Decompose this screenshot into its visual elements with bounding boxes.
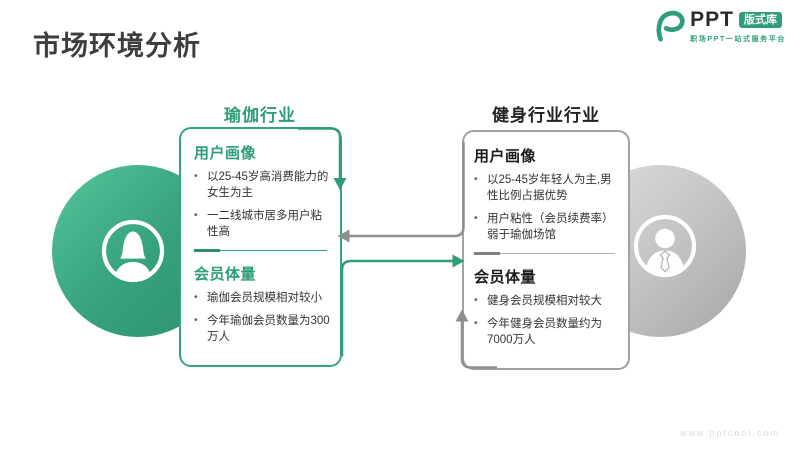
list-item: • 以25-45岁年轻人为主,男性比例占据优势 bbox=[474, 173, 619, 205]
bullet-icon: • bbox=[474, 318, 478, 330]
bullet-icon: • bbox=[194, 171, 198, 182]
bullet-icon: • bbox=[474, 295, 478, 307]
section-divider bbox=[474, 252, 615, 256]
logo-brand-text: PPT bbox=[690, 8, 735, 31]
male-user-icon bbox=[630, 211, 700, 286]
list-item: • 今年健身会员数量约为7000万人 bbox=[474, 317, 619, 349]
brand-logo: PPT 版式库 职场PPT一站式服务平台 bbox=[653, 8, 786, 47]
list-item: • 一二线城市居多用户粘性高 bbox=[194, 209, 331, 241]
ppt-logo-icon bbox=[653, 10, 685, 47]
list-item: • 用户粘性（会员续费率）弱于瑜伽场馆 bbox=[474, 212, 619, 244]
bullet-icon: • bbox=[194, 209, 198, 221]
fitness-column-header: 健身行业行业 bbox=[492, 106, 600, 125]
logo-tagline: 职场PPT一站式服务平台 bbox=[690, 36, 786, 43]
list-item: • 瑜伽会员规模相对较小 bbox=[194, 291, 331, 307]
page-title: 市场环境分析 bbox=[33, 31, 201, 61]
list-item: • 今年瑜伽会员数量为300万人 bbox=[194, 314, 331, 346]
list-item: • 健身会员规模相对较大 bbox=[474, 294, 619, 310]
bullet-icon: • bbox=[194, 292, 198, 304]
list-item: • 以25-45岁高消费能力的女生为主 bbox=[194, 170, 331, 202]
yoga-user-profile-heading: 用户画像 bbox=[194, 145, 257, 162]
bullet-icon: • bbox=[474, 174, 478, 185]
yoga-panel: 用户画像 • 以25-45岁高消费能力的女生为主 • 一二线城市居多用户粘性高 … bbox=[179, 127, 342, 367]
fitness-member-volume-heading: 会员体量 bbox=[474, 269, 537, 287]
female-user-icon bbox=[98, 216, 168, 291]
yoga-column-header: 瑜伽行业 bbox=[224, 106, 296, 125]
bullet-icon: • bbox=[474, 212, 478, 224]
yoga-member-volume-heading: 会员体量 bbox=[194, 266, 257, 284]
watermark: www.pptcool.com bbox=[679, 428, 780, 438]
section-divider bbox=[194, 249, 327, 253]
fitness-panel: 用户画像 • 以25-45岁年轻人为主,男性比例占据优势 • 用户粘性（会员续费… bbox=[462, 130, 630, 370]
logo-badge: 版式库 bbox=[739, 11, 783, 29]
bullet-icon: • bbox=[194, 315, 198, 327]
fitness-user-profile-heading: 用户画像 bbox=[474, 148, 537, 165]
